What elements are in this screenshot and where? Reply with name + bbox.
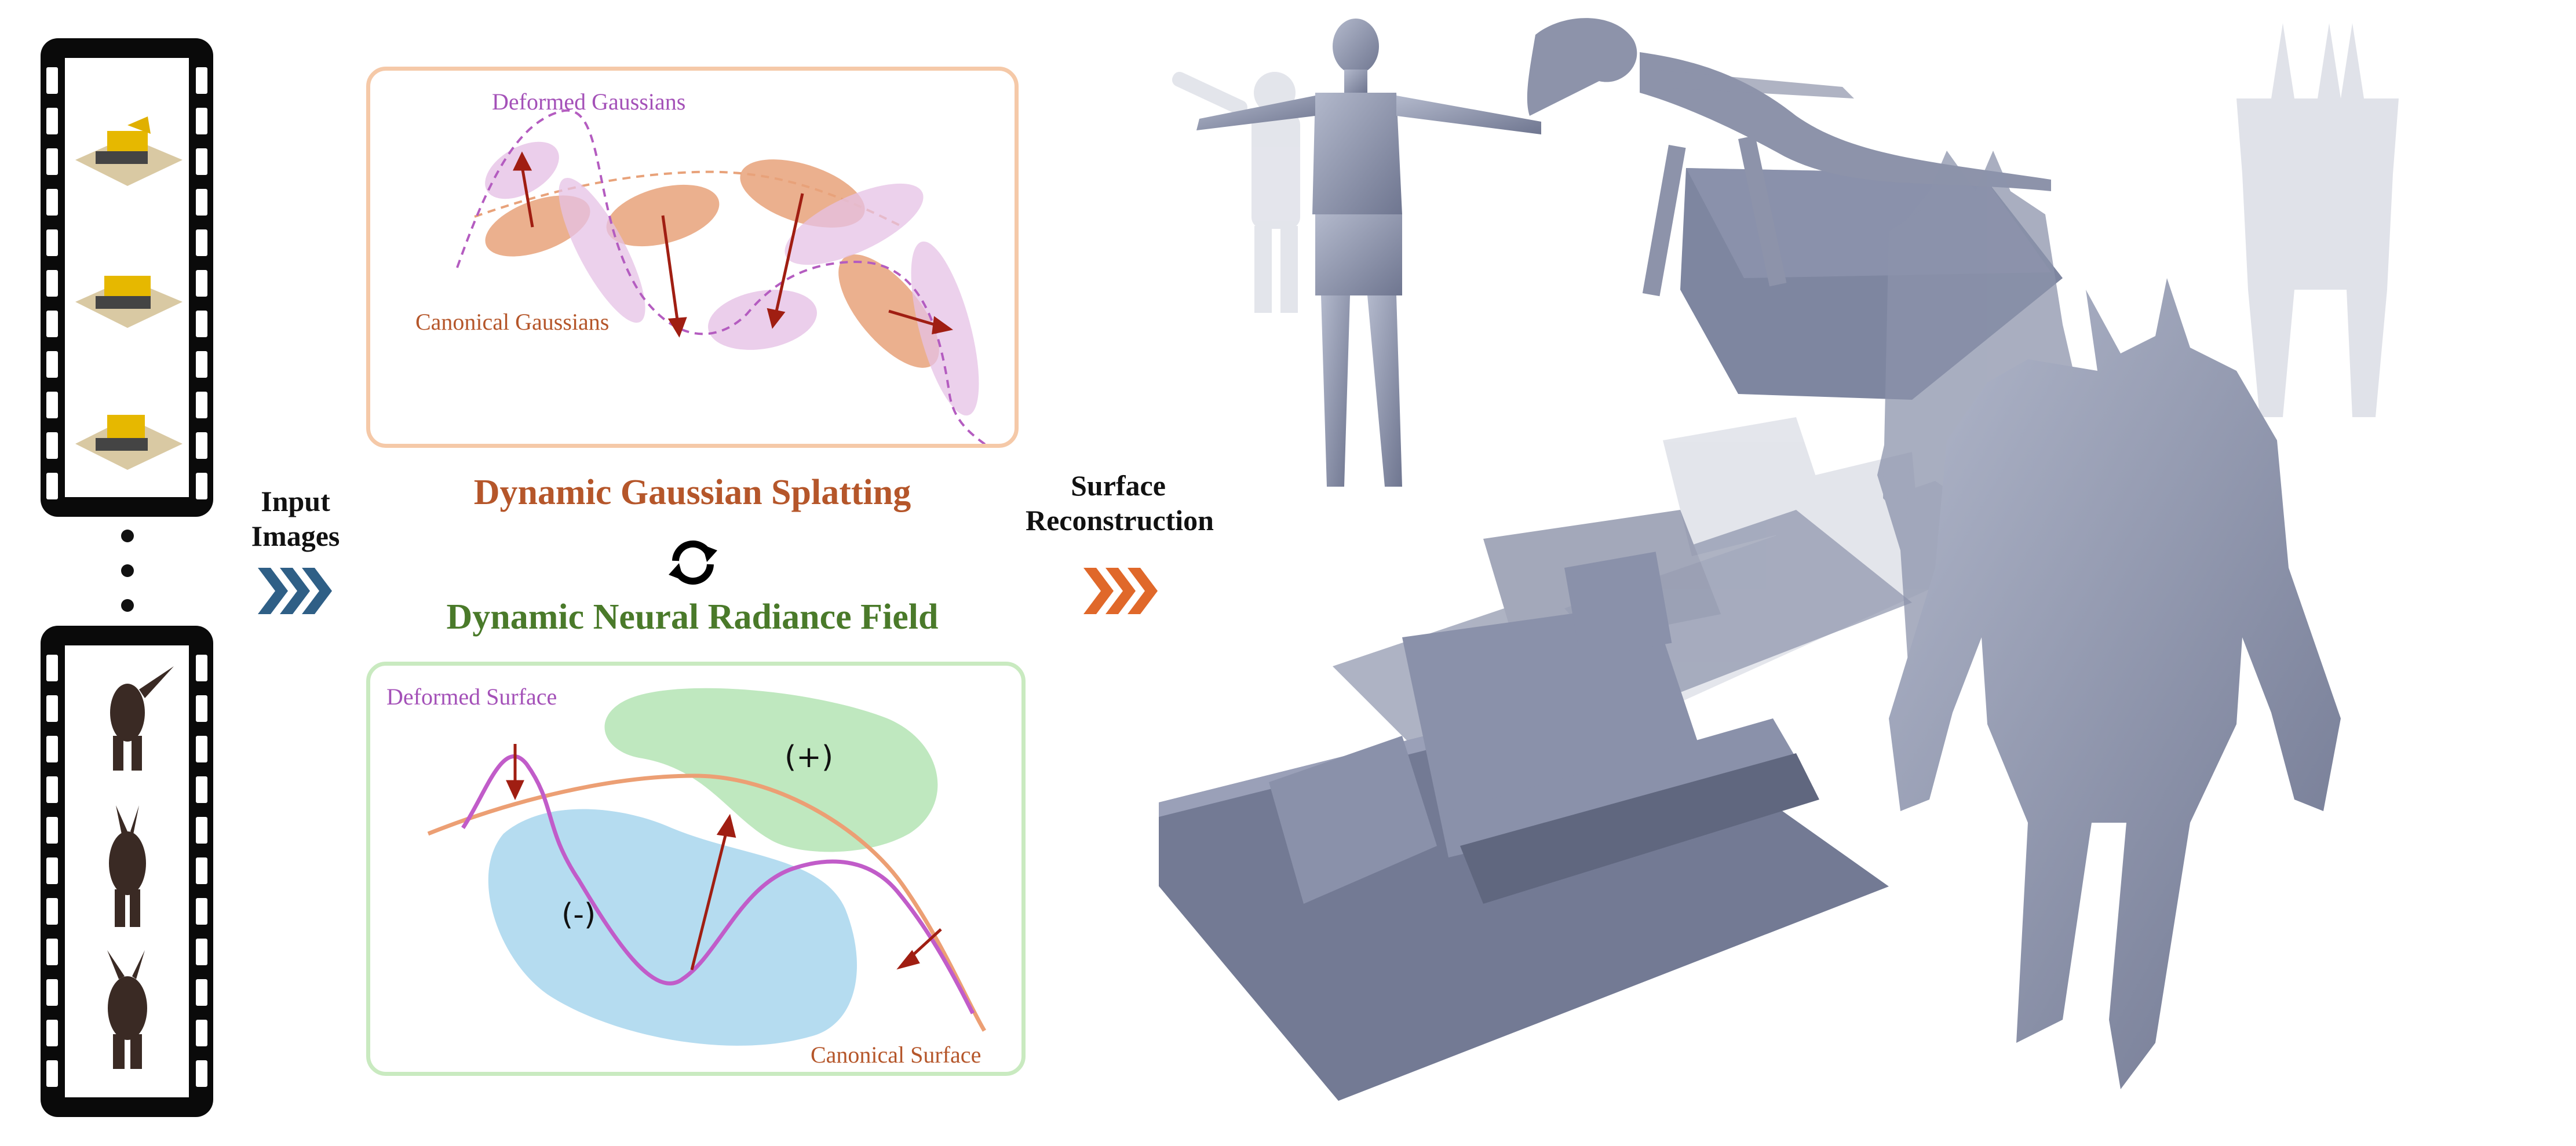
cycle-arrows-icon <box>669 540 717 585</box>
surface-label-line2: Reconstruction <box>1026 504 1214 536</box>
deformed-gaussians-label: Deformed Gaussians <box>492 89 686 115</box>
bulldozer-frame-3 <box>75 415 183 470</box>
input-label-line2: Images <box>251 520 340 552</box>
film-strip-icon <box>46 645 207 1097</box>
creature-frame-1 <box>110 666 174 771</box>
human-mesh-faded <box>1172 71 1300 313</box>
surface-reconstruction-label: Surface Reconstruction <box>1026 468 1214 538</box>
gaussian-splatting-title: Dynamic Gaussian Splatting <box>473 473 911 512</box>
nerf-diagram <box>427 688 987 1046</box>
deformed-surface-label: Deformed Surface <box>386 684 557 710</box>
input-label-line1: Input <box>261 485 330 517</box>
bulldozer-frame-1 <box>75 116 183 186</box>
human-mesh <box>1196 19 1541 487</box>
film-strip-top <box>41 38 213 517</box>
bulldozer-frame-2 <box>75 276 183 328</box>
nerf-panel: Deformed Surface (+) (-) Canonical Surfa… <box>366 662 1026 1076</box>
creature-mesh-faded <box>2236 23 2399 417</box>
creature-frame-2 <box>109 805 146 927</box>
vertical-ellipsis-icon <box>121 530 134 612</box>
chevron-right-icon <box>1083 568 1158 614</box>
negative-region-label: (-) <box>561 897 596 932</box>
bulldozer-mesh <box>1159 552 1889 1101</box>
positive-region-label: (+) <box>785 740 834 775</box>
chevron-right-icon <box>258 568 332 614</box>
nerf-title: Dynamic Neural Radiance Field <box>446 597 939 637</box>
creature-mesh <box>1889 278 2341 1089</box>
film-strip-bottom <box>41 626 213 1117</box>
surface-label-line1: Surface <box>1071 469 1166 502</box>
gaussian-diagram <box>456 109 987 444</box>
creature-frame-3 <box>107 950 147 1069</box>
canonical-gaussians-label: Canonical Gaussians <box>415 309 610 335</box>
film-strip-icon <box>46 58 207 499</box>
canonical-surface-label: Canonical Surface <box>811 1042 981 1068</box>
input-images-label: Input Images <box>229 484 362 553</box>
gaussian-panel: Deformed Gaussians Canonical Gaussians <box>366 67 1019 448</box>
reconstruction-meshes <box>1159 18 2399 1101</box>
